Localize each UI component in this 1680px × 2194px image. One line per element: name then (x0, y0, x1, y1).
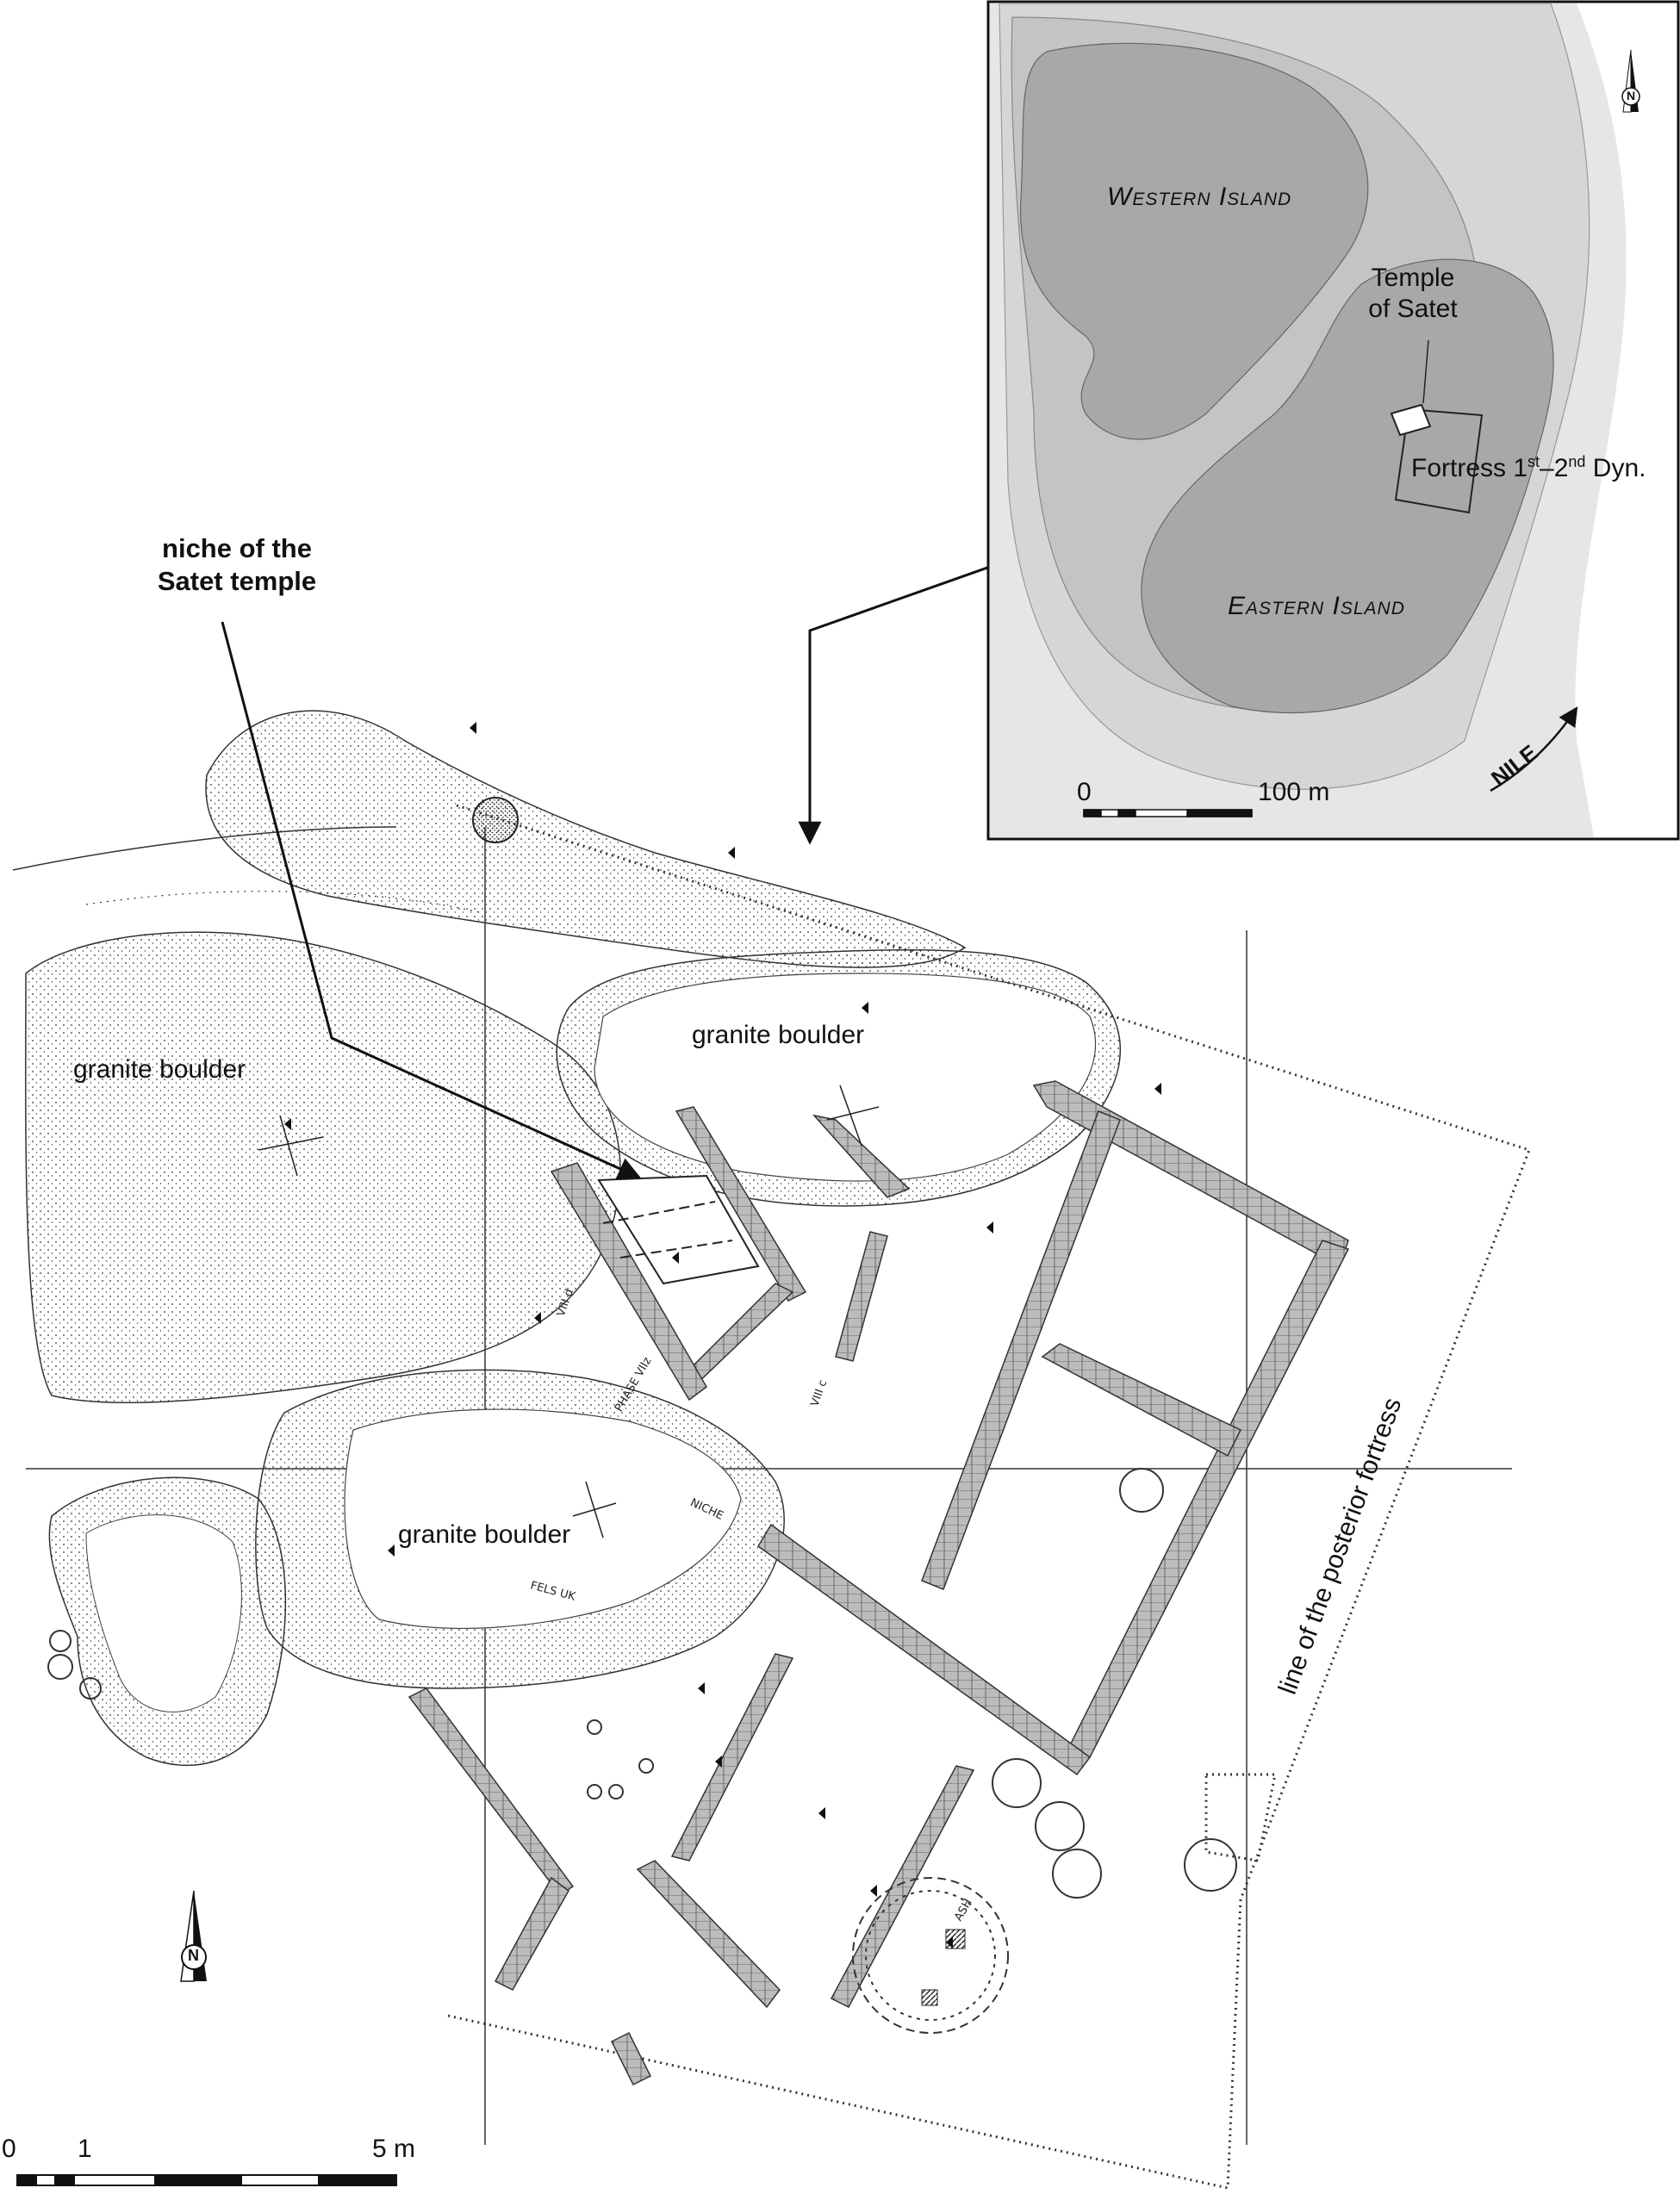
fortress-prefix: Fortress 1 (1411, 454, 1528, 482)
mudbrick-walls (408, 1080, 1350, 2086)
boulder-upper (205, 710, 967, 968)
inset-north-label: N (1627, 89, 1636, 103)
main-scale-bar (16, 2174, 397, 2186)
circular-features (47, 1468, 1237, 2034)
main-north-arrow (180, 1890, 207, 1982)
site-outline (447, 804, 1531, 2190)
temple-label-line2: of Satet (1368, 295, 1458, 323)
wall-segment (408, 1687, 575, 1897)
granite-boulder-center-label: granite boulder (692, 1021, 865, 1049)
inset-map (986, 0, 1680, 841)
main-north-label: N (188, 1947, 199, 1964)
wall-segment (610, 2031, 652, 2086)
niche-label: niche of the Satet temple (121, 532, 353, 598)
fortress-label: Fortress 1st–2nd Dyn. (1411, 453, 1646, 483)
western-island-label: Western Island (1107, 183, 1292, 211)
wall-segment (1041, 1343, 1242, 1457)
ash-patch (945, 1929, 966, 1949)
temple-of-satet-label: Temple of Satet (1357, 263, 1469, 325)
temple-niche (597, 1174, 760, 1285)
temple-marker (1390, 403, 1432, 437)
wall-segment (921, 1110, 1121, 1590)
fortress-mid: –2 (1540, 454, 1569, 482)
niche-label-line1: niche of the (162, 533, 312, 563)
western-island-shape (1019, 42, 1369, 440)
rock-contour-top-2 (85, 891, 483, 914)
eastern-island-label: Eastern Island (1228, 592, 1405, 620)
survey-crosses (258, 1085, 880, 1538)
boulder-far-left-inner (85, 1514, 242, 1712)
boulder-upper-hole (472, 797, 519, 843)
wall-segment (812, 1114, 911, 1198)
nile-arrow (1490, 706, 1578, 792)
inset-scale-bar (1083, 809, 1253, 817)
fortress-sup2: nd (1568, 453, 1586, 470)
main-scale-0: 0 (2, 2135, 16, 2163)
boulder-lower-inner (344, 1408, 742, 1629)
niche-label-line2: Satet temple (157, 566, 317, 596)
wall-segment (675, 1106, 807, 1302)
inset-scale-100m: 100 m (1258, 778, 1330, 806)
main-plan (12, 429, 1531, 2190)
inset-scale-0: 0 (1077, 778, 1092, 806)
temple-leader (1422, 339, 1429, 404)
fortress-outline (1394, 407, 1484, 514)
granite-boulder-lower-label: granite boulder (398, 1520, 571, 1549)
granite-boulders (12, 710, 1121, 1767)
wall-segment (636, 1860, 781, 2009)
main-scale-1: 1 (78, 2135, 92, 2163)
rock-contour-top (12, 826, 397, 871)
temple-label-line1: Temple (1371, 264, 1455, 292)
wall-segment (835, 1231, 888, 1362)
inset-north-arrow (1621, 49, 1640, 113)
wall-segment (830, 1765, 975, 2008)
fortress-suffix: Dyn. (1585, 454, 1646, 482)
wall-segment (550, 1162, 707, 1402)
main-scale-5m: 5 m (372, 2135, 416, 2163)
niche-pointer-line (221, 621, 642, 1180)
wall-segment (494, 1876, 569, 1991)
ash-patch-2 (921, 1989, 938, 2006)
wall-segment (757, 1523, 1092, 1776)
granite-boulder-left-label: granite boulder (73, 1055, 246, 1084)
eastern-island-shape (1141, 258, 1554, 714)
level-markers (284, 722, 1161, 1948)
wall-segment (670, 1653, 794, 1861)
fortress-sup1: st (1528, 453, 1540, 470)
boulder-left (25, 931, 621, 1404)
